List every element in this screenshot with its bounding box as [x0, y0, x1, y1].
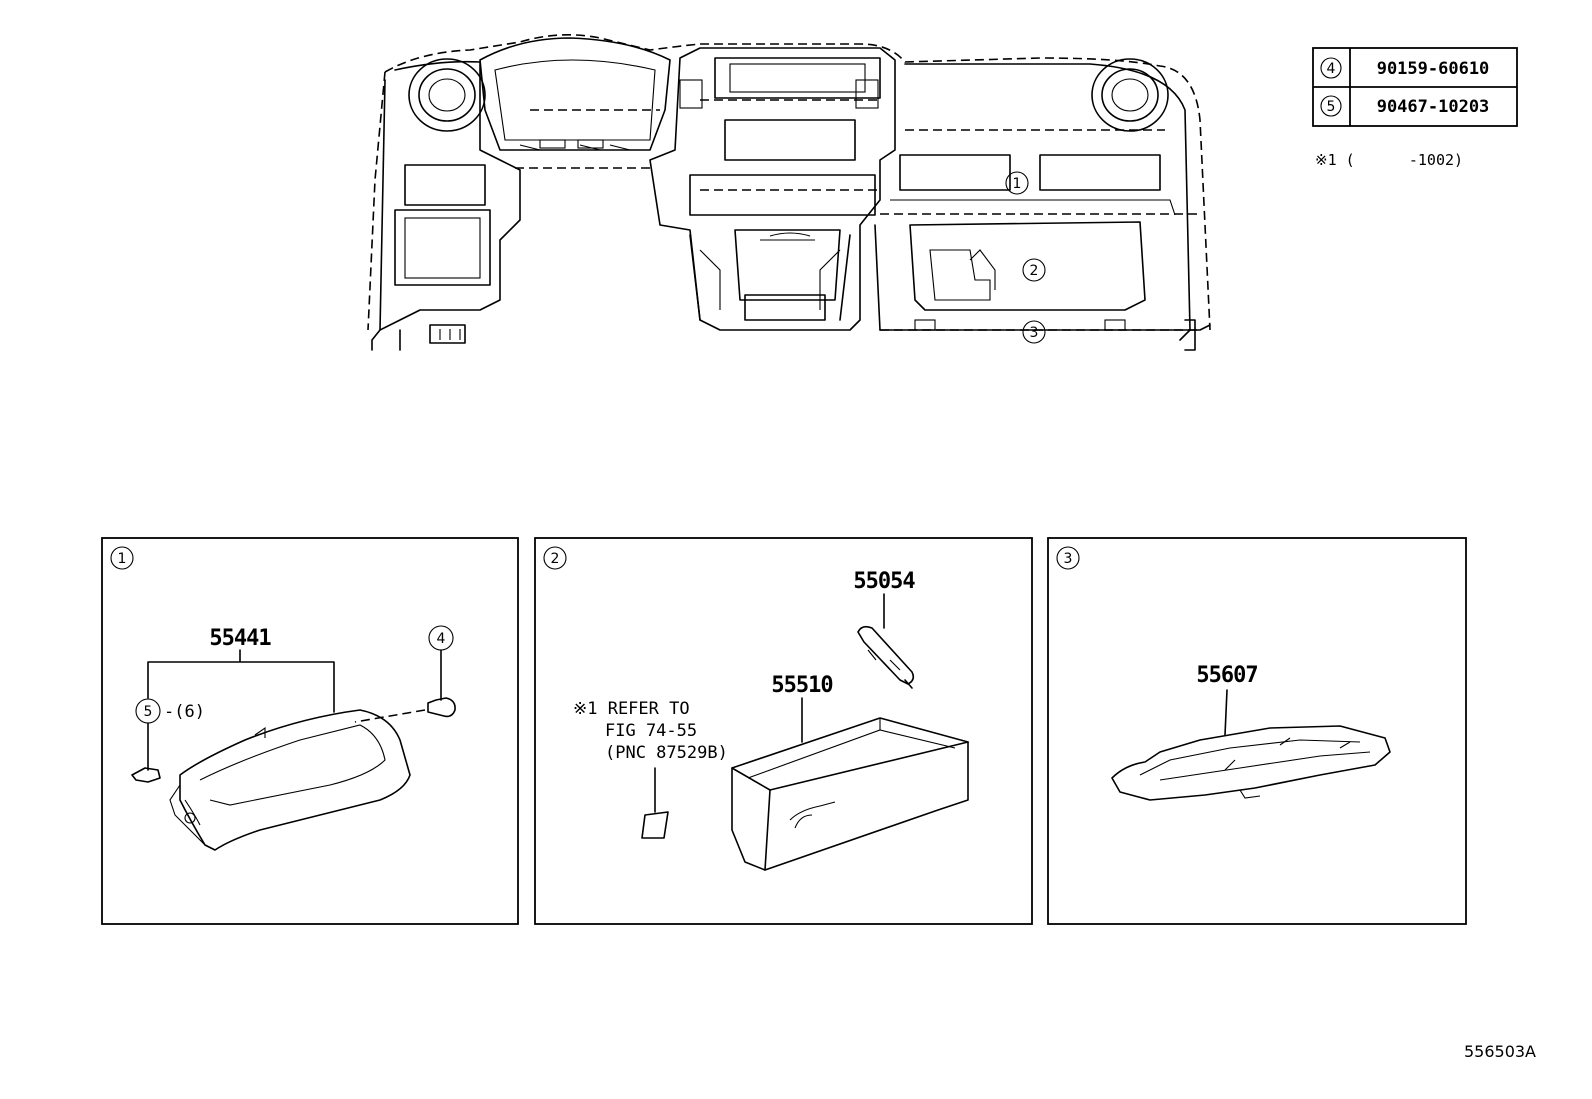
svg-text:2: 2	[1030, 263, 1039, 279]
part-55607: 55607	[1196, 663, 1257, 688]
panel-2: 2 55054 ※1 REFER TO FIG 74-55 (PNC 87529…	[534, 537, 1033, 925]
panel-2-index: 2	[551, 551, 560, 567]
panel-1-index: 1	[118, 551, 127, 567]
table-part-4: 90159-60610	[1377, 59, 1490, 79]
diagram-id: 556503A	[1464, 1042, 1536, 1061]
note-line-3: (PNC 87529B)	[605, 743, 728, 763]
panel-1: 1 55441 5 -(6) 4	[101, 537, 519, 925]
table-part-5: 90467-10203	[1377, 97, 1490, 117]
callout-1-dash: 1	[1005, 171, 1029, 195]
svg-text:5: 5	[144, 704, 153, 720]
part-55054: 55054	[853, 569, 915, 594]
svg-text:1: 1	[1013, 176, 1022, 192]
callout-2-dash: 2	[1022, 258, 1046, 282]
svg-text:3: 3	[1030, 325, 1039, 341]
note-line-2: FIG 74-55	[605, 721, 697, 741]
part-55441: 55441	[209, 626, 271, 651]
footnote: ※1 ( -1002)	[1315, 151, 1463, 169]
part-55510: 55510	[771, 673, 832, 698]
callout-3-dash: 3	[1022, 320, 1046, 344]
fastener-qty: -(6)	[164, 702, 205, 722]
clip-ref-4: 4	[437, 631, 446, 647]
panel-3: 3 55607	[1047, 537, 1467, 925]
fastener-table: 4 90159-60610 5 90467-10203	[1312, 47, 1518, 127]
dashboard-assembly: 1 2 3	[367, 34, 1211, 351]
panel-3-index: 3	[1064, 551, 1073, 567]
table-ref-5: 5	[1327, 99, 1336, 115]
table-ref-4: 4	[1327, 61, 1336, 77]
note-line-1: ※1 REFER TO	[573, 699, 690, 719]
